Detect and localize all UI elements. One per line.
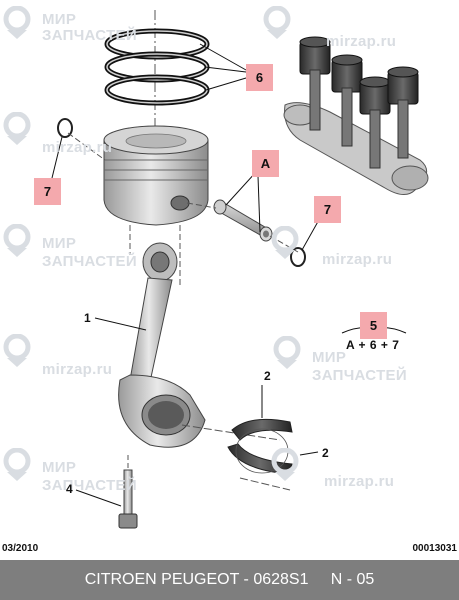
rod-bolt bbox=[118, 469, 138, 529]
watermark-text: mirzap.ru bbox=[42, 361, 113, 378]
callout-kit-5[interactable]: 5 bbox=[360, 312, 387, 339]
watermark-logo-icon bbox=[273, 336, 301, 369]
footer-page: N - 05 bbox=[330, 571, 375, 588]
watermark-text: mirzap.ru bbox=[322, 251, 393, 268]
watermark-text: ЗАПЧАСТЕЙ bbox=[42, 27, 137, 44]
footer-bar: CITROEN PEUGEOT - 0628S1 N - 05 bbox=[0, 560, 459, 600]
footer-title: CITROEN PEUGEOT - 0628S1 bbox=[84, 571, 309, 588]
watermark-logo-icon bbox=[3, 334, 31, 367]
piston bbox=[103, 125, 209, 226]
callout-circlip-7-left[interactable]: 7 bbox=[34, 178, 61, 205]
watermark-text: МИР bbox=[42, 11, 77, 28]
watermark-logo-icon bbox=[271, 226, 299, 259]
watermark-text: МИР bbox=[42, 459, 77, 476]
footer-spacer bbox=[308, 571, 330, 589]
connecting-rod bbox=[118, 242, 206, 448]
watermark-logo-icon bbox=[263, 6, 291, 39]
watermark-logo-icon bbox=[271, 448, 299, 481]
callout-piston-assembly-a[interactable]: A bbox=[252, 150, 279, 177]
watermark-logo-icon bbox=[3, 112, 31, 145]
watermark-text: mirzap.ru bbox=[326, 33, 397, 50]
engine-assembly-illustration bbox=[283, 36, 429, 195]
callout-circlip-7-right[interactable]: 7 bbox=[314, 196, 341, 223]
label-connecting-rod-1[interactable]: 1 bbox=[84, 311, 91, 325]
illustration-code: 00013031 bbox=[412, 543, 458, 554]
watermark-text: МИР bbox=[312, 349, 347, 366]
watermark-text: ЗАПЧАСТЕЙ bbox=[42, 253, 137, 270]
callout-rings-6[interactable]: 6 bbox=[246, 64, 273, 91]
kit-formula: A + 6 + 7 bbox=[346, 338, 400, 352]
parts-diagram bbox=[51, 10, 429, 529]
watermark-logo-icon bbox=[3, 6, 31, 39]
watermark-text: ЗАПЧАСТЕЙ bbox=[42, 477, 137, 494]
label-bearing-2-lower[interactable]: 2 bbox=[322, 446, 329, 460]
label-bolt-4[interactable]: 4 bbox=[66, 482, 73, 496]
piston-pin bbox=[213, 199, 273, 242]
watermark-text: mirzap.ru bbox=[42, 139, 113, 156]
watermark-logo-icon bbox=[3, 448, 31, 481]
watermark-text: ЗАПЧАСТЕЙ bbox=[312, 367, 407, 384]
date-code: 03/2010 bbox=[2, 543, 39, 554]
watermark-text: mirzap.ru bbox=[324, 473, 395, 490]
watermark-logo-icon bbox=[3, 224, 31, 257]
circlip-left bbox=[57, 118, 73, 138]
watermark-text: МИР bbox=[42, 235, 77, 252]
label-bearing-2-upper[interactable]: 2 bbox=[264, 369, 271, 383]
circlip-right bbox=[290, 247, 306, 267]
